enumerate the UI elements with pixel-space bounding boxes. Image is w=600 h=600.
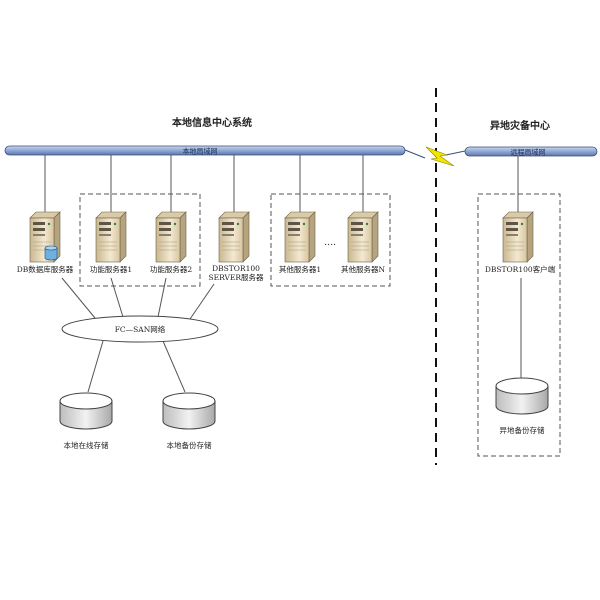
local-center-title: 本地信息中心系统 <box>172 116 252 129</box>
local-online-storage <box>59 392 113 430</box>
function-server-1 <box>95 211 127 263</box>
local-lan-bus: 本地局域网 <box>4 145 406 156</box>
function-server-1-label: 功能服务器1 <box>90 264 132 274</box>
local-online-storage-label: 本地在线存储 <box>64 440 109 450</box>
dbstor-server-label-line2: SERVER服务器 <box>208 272 264 282</box>
database-icon <box>44 245 58 261</box>
other-server-group <box>270 193 391 287</box>
db-server-label: DB数据库服务器 <box>17 264 74 274</box>
dbstor-server <box>218 211 250 263</box>
server-ellipsis: …. <box>324 238 336 248</box>
other-server-n <box>347 211 379 263</box>
function-server-2 <box>155 211 187 263</box>
dbstor-client-server <box>502 211 534 263</box>
function-server-group <box>79 193 201 287</box>
fc-san-label: FC—SAN网络 <box>115 324 166 334</box>
function-server-2-label: 功能服务器2 <box>150 264 192 274</box>
san-links <box>61 277 215 323</box>
remote-backup-storage <box>495 377 549 415</box>
local-backup-storage-label: 本地备份存储 <box>167 440 212 450</box>
other-server-1-label: 其他服务器1 <box>279 264 321 274</box>
remote-backup-storage-label: 异地备份存储 <box>500 425 545 435</box>
dbstor-client-label: DBSTOR100客户端 <box>485 264 556 274</box>
local-backup-storage <box>162 392 216 430</box>
local-lan-label: 本地局域网 <box>183 147 218 156</box>
remote-center-title: 异地灾备中心 <box>490 119 550 132</box>
lightning-icon <box>425 146 455 167</box>
lan-drops <box>44 155 519 212</box>
remote-client-group <box>477 193 561 457</box>
db-server <box>29 211 61 263</box>
other-server-n-label: 其他服务器N <box>341 264 385 274</box>
other-server-1 <box>284 211 316 263</box>
wan-link <box>404 146 466 167</box>
remote-lan-label: 远程局域网 <box>511 148 546 157</box>
fc-san-network: FC—SAN网络 <box>61 315 219 343</box>
dbstor-server-label-line1: DBSTOR100 <box>212 264 260 273</box>
remote-lan-bus: 远程局域网 <box>464 146 598 157</box>
storage-links <box>87 278 522 393</box>
